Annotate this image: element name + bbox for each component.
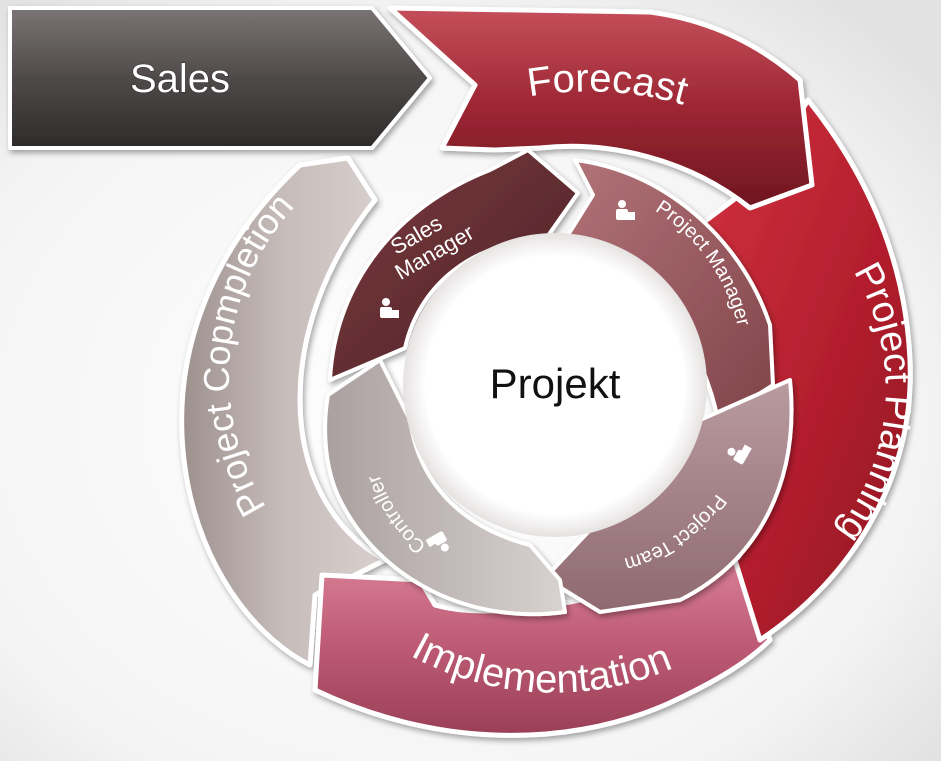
center-circle — [403, 233, 707, 537]
center-label: Projekt — [490, 360, 621, 407]
project-completion-segment — [179, 155, 388, 668]
sales-manager-person-icon — [380, 298, 399, 318]
outer-cycle — [8, 5, 913, 738]
sales-manager-segment — [328, 148, 580, 382]
project-team-person-icon — [727, 444, 752, 465]
project-manager-person-icon — [616, 200, 635, 220]
sales-segment — [8, 6, 432, 150]
controller-segment — [323, 358, 567, 617]
sales-label: Sales — [130, 57, 230, 101]
controller-person-icon — [425, 531, 449, 552]
forecast-segment — [387, 5, 815, 211]
